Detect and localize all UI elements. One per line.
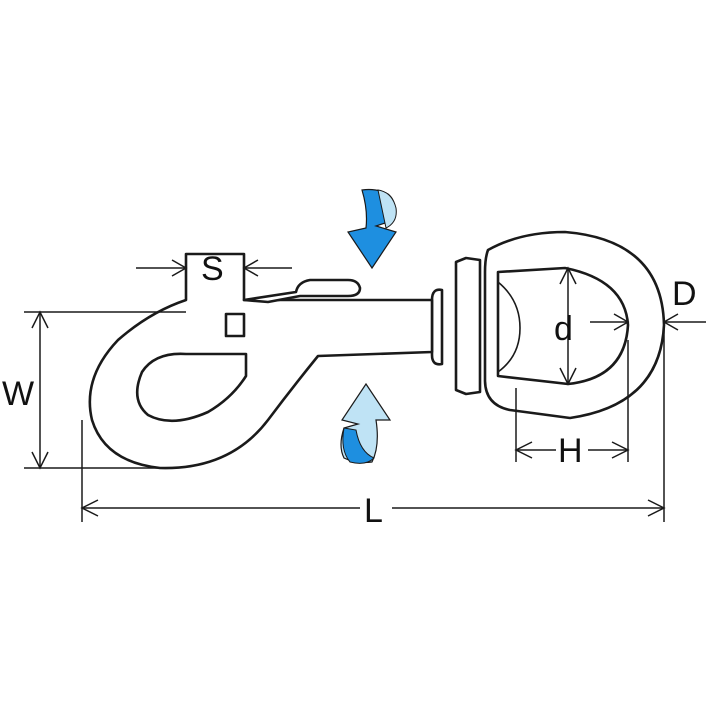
rotate-down-arrow-icon — [347, 188, 397, 270]
hook-body — [88, 252, 434, 470]
dimension-upper-d: D — [662, 275, 706, 331]
dimension-label-h: H — [558, 432, 583, 470]
dimension-label-upper-d: D — [672, 275, 697, 313]
rotate-up-arrow-icon — [340, 382, 392, 464]
dimension-w: W — [2, 310, 186, 470]
dimension-l: L — [80, 325, 666, 530]
dimension-s: S — [136, 250, 292, 288]
dimension-label-w: W — [2, 375, 34, 413]
dimension-lower-d: d — [554, 266, 630, 386]
dimension-label-l: L — [364, 492, 383, 530]
dimension-label-s: S — [201, 250, 224, 288]
dimension-label-lower-d: d — [554, 310, 573, 348]
swivel-eye — [430, 230, 666, 420]
dimension-h: H — [514, 340, 630, 470]
